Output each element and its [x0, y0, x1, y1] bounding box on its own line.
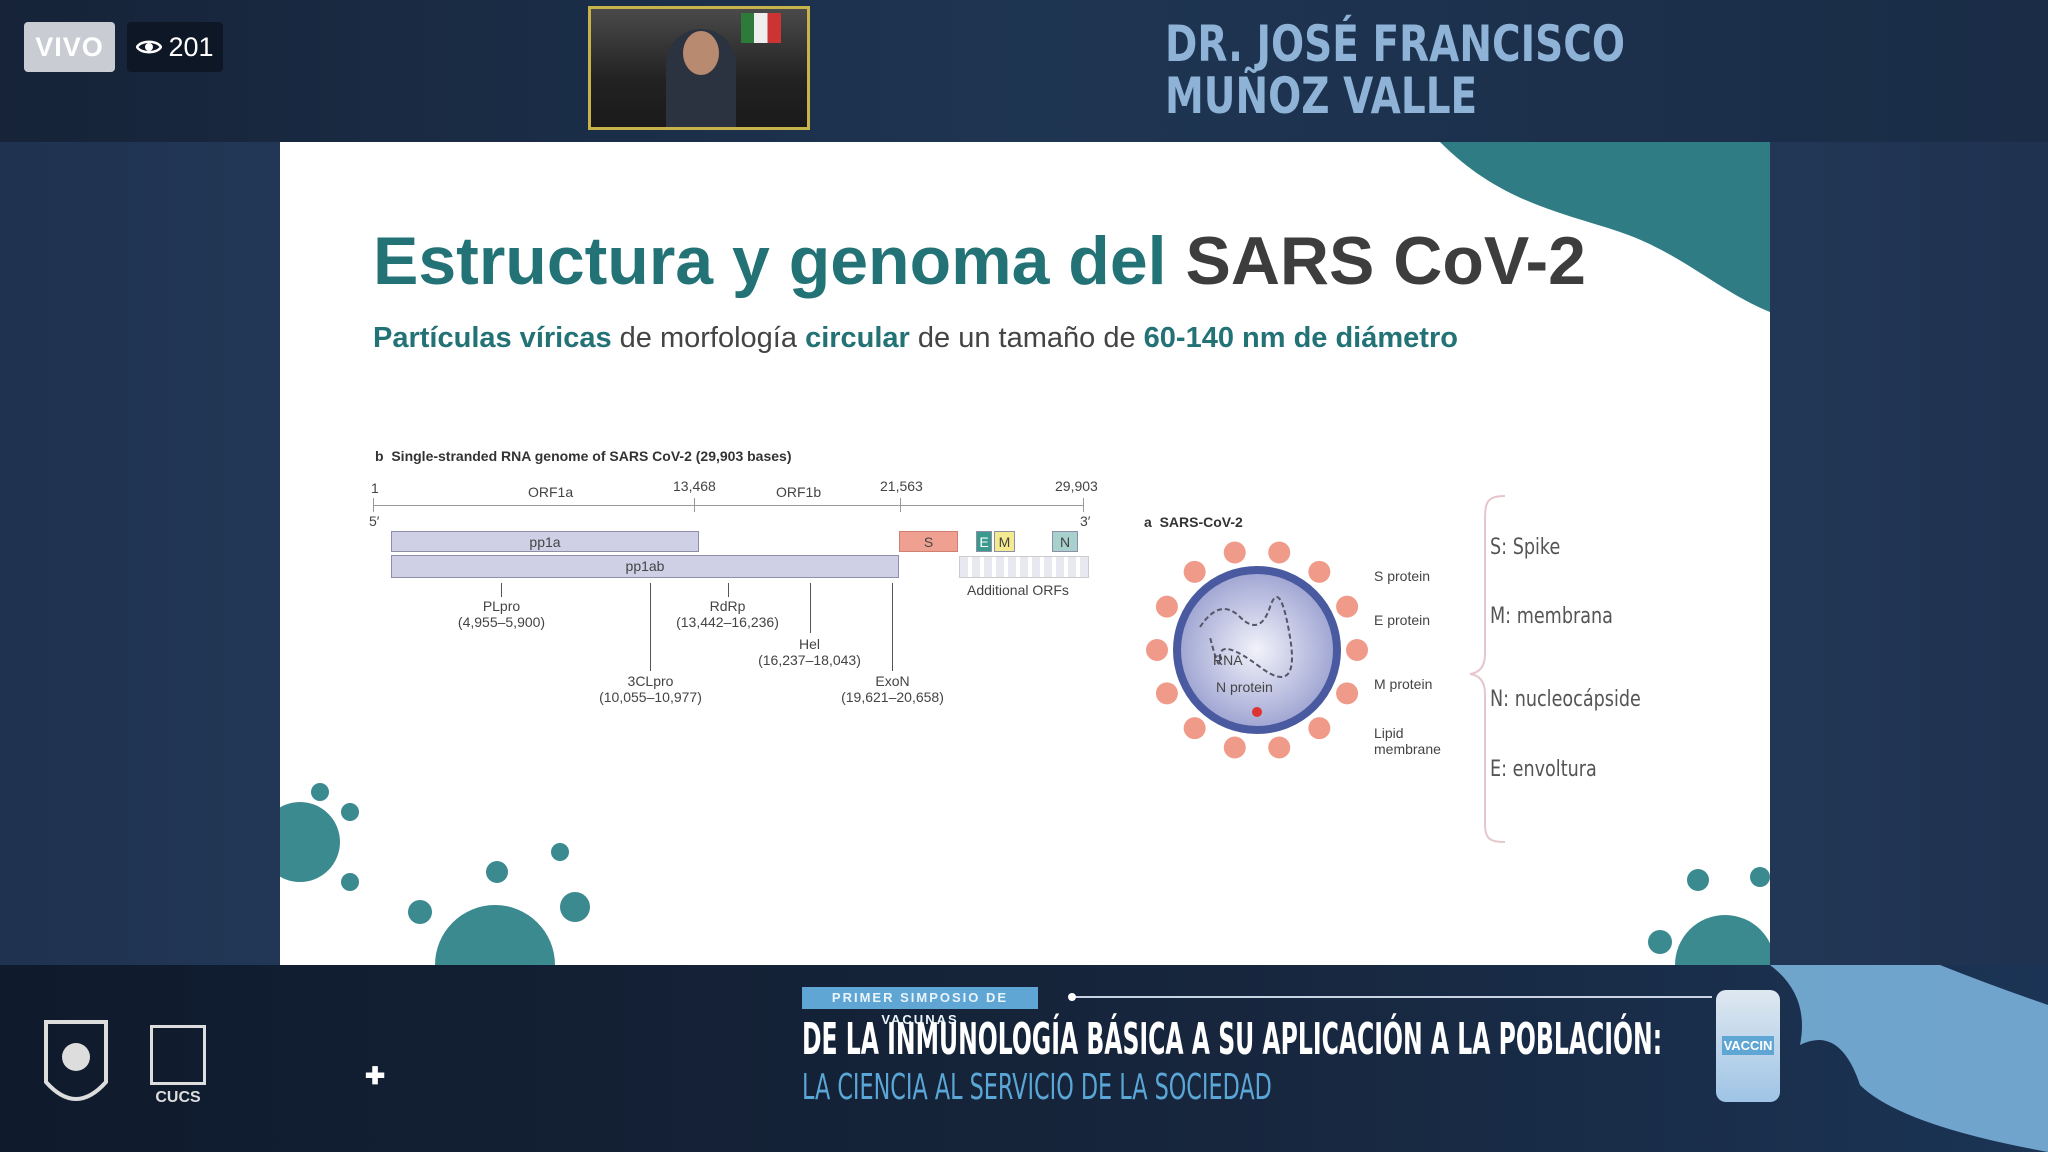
five-prime-label: 5′ [369, 513, 380, 529]
annotation-exon: ExoN(19,621–20,658) [841, 673, 944, 705]
legend-envoltura: E: envoltura [1490, 757, 1597, 782]
rna-label: RNA [1213, 652, 1243, 668]
annotation-plpro: PLpro(4,955–5,900) [457, 598, 546, 630]
title-part1: Estructura y genoma del [373, 223, 1167, 299]
arrow [810, 583, 811, 633]
vaccine-vial: VACCIN [1716, 990, 1780, 1102]
plus-icon[interactable]: ✚ [364, 1063, 386, 1090]
spike-protein [1155, 595, 1178, 618]
university-crest-logo [44, 1020, 108, 1101]
arrow [650, 583, 651, 671]
speaker-name: DR. JOSÉ FRANCISCO MUÑOZ VALLE [1165, 18, 1625, 122]
spike-protein [1336, 682, 1359, 705]
gloved-hand [1770, 965, 2048, 1152]
spike-protein [1308, 717, 1331, 740]
live-badge: VIVO [24, 22, 115, 72]
title-part2: SARS CoV-2 [1185, 223, 1586, 299]
slide-title: Estructura y genoma del SARS CoV-2 [373, 222, 1586, 300]
tick [373, 498, 374, 512]
lipid-membrane-label: Lipid membrane [1374, 725, 1441, 757]
legend-nucleocapside: N: nucleocápside [1490, 687, 1641, 712]
top-bar [0, 0, 2048, 142]
brace [1469, 495, 1506, 843]
genome-axis [373, 505, 1083, 506]
virus-diagram [1146, 541, 1368, 759]
spike-protein [1268, 736, 1291, 759]
event-subtitle: LA CIENCIA AL SERVICIO DE LA SOCIEDAD [802, 1067, 1272, 1108]
n-protein-label: N protein [1216, 679, 1273, 695]
sub-t1: de morfología [611, 322, 806, 354]
teal-corner-shape [1440, 142, 1770, 312]
spike-protein [1336, 595, 1359, 618]
annotation-hel: Hel(16,237–18,043) [758, 636, 861, 668]
speaker-face [683, 31, 719, 75]
legend-spike: S: Spike [1490, 535, 1561, 560]
spike-protein [1223, 736, 1246, 759]
sub-t2: de un tamaño de [909, 322, 1144, 354]
speaker-name-line2: MUÑOZ VALLE [1165, 67, 1478, 125]
spike-protein [1308, 560, 1331, 583]
spike-protein [1183, 717, 1206, 740]
tick [694, 498, 695, 512]
m-protein-label: M protein [1374, 676, 1433, 692]
cucs-logo: CUCS [150, 1025, 206, 1111]
orf1b-label: ORF1b [776, 484, 822, 500]
banner-divider [1072, 996, 1712, 998]
tick-label: 13,468 [673, 478, 716, 494]
divider-dot [1068, 993, 1076, 1001]
e-protein-label: E protein [1374, 612, 1431, 628]
arrow [501, 583, 502, 597]
orf1a-label: ORF1a [528, 484, 574, 500]
tick-label: 29,903 [1055, 478, 1098, 494]
event-title: DE LA INMUNOLOGÍA BÁSICA A SU APLICACIÓN… [802, 1014, 1663, 1065]
tick-label: 1 [371, 480, 379, 496]
arrow [728, 583, 729, 597]
pp1a-box: pp1a [391, 531, 699, 552]
e-gene-box: E [976, 531, 992, 552]
eye-icon [136, 40, 163, 54]
s-gene-box: S [899, 531, 958, 552]
spike-protein [1268, 541, 1291, 564]
sub-b3: 60-140 nm de diámetro [1143, 322, 1458, 354]
sub-b2: circular [805, 322, 910, 354]
additional-orf-boxes [959, 556, 1089, 578]
legend-membrana: M: membrana [1490, 604, 1613, 629]
spike-protein [1146, 639, 1168, 661]
flag [741, 13, 781, 43]
m-gene-box: M [994, 531, 1015, 552]
sub-b1: Partículas víricas [373, 322, 612, 354]
event-tag: PRIMER SIMPOSIO DE VACUNAS [802, 987, 1038, 1027]
annotation-3clpro: 3CLpro(10,055–10,977) [599, 673, 702, 705]
slide-subtitle: Partículas víricas de morfología circula… [373, 322, 1458, 355]
spike-protein [1223, 541, 1246, 564]
additional-orfs-label: Additional ORFs [967, 582, 1069, 598]
spike-protein [1183, 560, 1206, 583]
speaker-video[interactable] [588, 6, 810, 130]
annotation-rdrp: RdRp(13,442–16,236) [676, 598, 779, 630]
viewer-count: 201 [127, 22, 223, 72]
n-gene-box: N [1052, 531, 1078, 552]
three-prime-label: 3′ [1080, 513, 1091, 529]
genome-heading: b Single-stranded RNA genome of SARS CoV… [375, 448, 792, 464]
speaker-name-line1: DR. JOSÉ FRANCISCO [1165, 15, 1625, 73]
virus-decorations [280, 783, 1770, 965]
tick [1083, 498, 1084, 512]
presentation-slide: Estructura y genoma del SARS CoV-2 Partí… [280, 142, 1770, 965]
spike-protein [1346, 639, 1368, 661]
pp1ab-box: pp1ab [391, 555, 899, 578]
tick-label: 21,563 [880, 478, 923, 494]
s-protein-label: S protein [1374, 568, 1431, 584]
tick [900, 498, 901, 512]
virus-heading: a SARS-CoV-2 [1144, 514, 1243, 530]
viewer-count-value: 201 [168, 31, 214, 62]
arrow [892, 583, 893, 671]
spike-protein [1155, 682, 1178, 705]
